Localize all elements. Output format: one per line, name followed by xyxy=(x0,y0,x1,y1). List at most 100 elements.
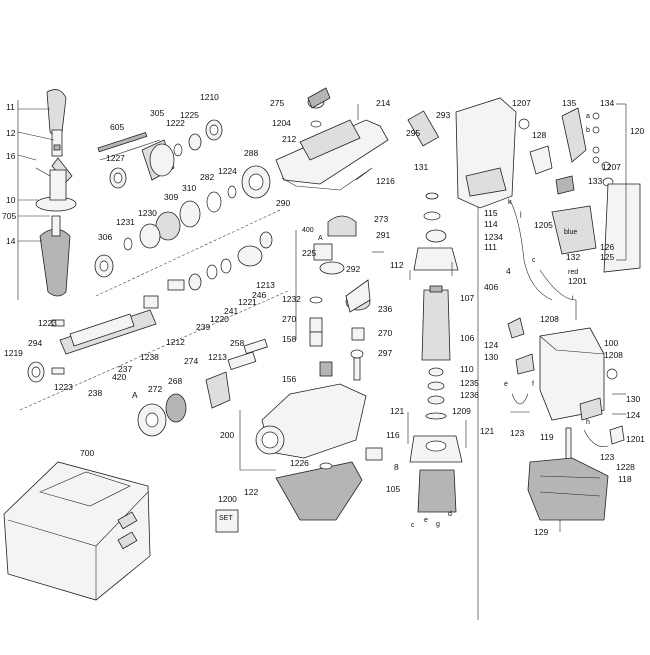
label-1225: 1225 xyxy=(180,110,199,120)
label-A1: A xyxy=(132,390,138,400)
label-1201-top: 1201 xyxy=(568,276,587,286)
label-1235: 1235 xyxy=(460,378,479,388)
label-128: 128 xyxy=(532,130,546,140)
label-4: 4 xyxy=(506,266,511,276)
label-100: 100 xyxy=(604,338,618,348)
label-blue: blue xyxy=(564,229,577,236)
label-c-wire: c xyxy=(532,257,536,264)
label-268: 268 xyxy=(168,376,182,386)
label-1200: 1200 xyxy=(218,494,237,504)
carry-case-group xyxy=(3,461,239,601)
label-225: 225 xyxy=(302,248,316,258)
label-605: 605 xyxy=(110,122,124,132)
label-212: 212 xyxy=(282,134,296,144)
label-1204: 1204 xyxy=(272,118,291,128)
label-A2: A xyxy=(318,235,323,242)
label-135: 135 xyxy=(562,98,576,108)
label-400: 400 xyxy=(302,227,314,234)
label-132: 132 xyxy=(566,252,580,262)
label-158: 158 xyxy=(282,334,296,344)
label-16: 16 xyxy=(6,151,16,161)
label-set: SET xyxy=(219,515,233,522)
label-1227: 1227 xyxy=(106,153,125,163)
label-d-motor: d xyxy=(448,511,452,518)
label-133: 133 xyxy=(588,176,602,186)
label-288: 288 xyxy=(244,148,258,158)
label-1221: 1221 xyxy=(238,297,257,307)
label-270-right: 270 xyxy=(378,328,392,338)
label-1222: 1222 xyxy=(166,118,185,128)
label-236: 236 xyxy=(378,304,392,314)
label-107: 107 xyxy=(460,293,474,303)
label-1207-top: 1207 xyxy=(512,98,531,108)
label-121-left: 121 xyxy=(390,406,404,416)
label-297: 297 xyxy=(378,348,392,358)
labels-group: 11 12 16 10 705 14 1210 305 1225 605 122… xyxy=(2,92,645,537)
label-306: 306 xyxy=(98,232,112,242)
label-239: 239 xyxy=(196,322,210,332)
label-111: 111 xyxy=(484,242,497,252)
label-130-right: 130 xyxy=(626,394,640,404)
label-130-left: 130 xyxy=(484,352,498,362)
label-290: 290 xyxy=(276,198,290,208)
label-270-left: 270 xyxy=(282,314,296,324)
label-115: 115 xyxy=(484,208,498,218)
label-131: 131 xyxy=(414,162,428,172)
label-1232: 1232 xyxy=(282,294,301,304)
label-282: 282 xyxy=(200,172,214,182)
label-i: i xyxy=(572,295,574,302)
spindle-parts-group xyxy=(19,231,291,411)
label-1230: 1230 xyxy=(138,208,157,218)
label-1213: 1213 xyxy=(256,280,275,290)
label-c-motor: c xyxy=(411,522,415,529)
side-handle-group xyxy=(17,89,77,300)
label-112: 112 xyxy=(390,260,404,270)
label-1207-right: 1207 xyxy=(602,162,621,172)
chuck-parts-group xyxy=(94,119,281,297)
label-1212: 1212 xyxy=(166,337,185,347)
label-1213b: 1213 xyxy=(208,352,227,362)
label-705: 705 xyxy=(2,211,16,221)
label-1231: 1231 xyxy=(116,217,135,227)
label-j-wire: j xyxy=(519,211,522,218)
label-8: 8 xyxy=(394,462,399,472)
label-700: 700 xyxy=(80,448,94,458)
label-red: red xyxy=(568,269,578,276)
label-237: 237 xyxy=(118,364,132,374)
label-12: 12 xyxy=(6,128,16,138)
label-120: 120 xyxy=(630,126,644,136)
label-309: 309 xyxy=(164,192,178,202)
label-122: 122 xyxy=(244,487,258,497)
label-258: 258 xyxy=(230,338,244,348)
label-156: 156 xyxy=(282,374,296,384)
label-1209: 1209 xyxy=(452,406,471,416)
label-1201-right: 1201 xyxy=(626,434,645,444)
label-238: 238 xyxy=(88,388,102,398)
label-e-motor: e xyxy=(424,517,428,524)
label-292: 292 xyxy=(346,264,360,274)
label-118: 118 xyxy=(618,474,632,484)
label-10: 10 xyxy=(6,195,16,205)
label-406: 406 xyxy=(484,282,498,292)
label-420: 420 xyxy=(112,372,126,382)
label-1223-top: 1223 xyxy=(38,318,57,328)
handle-housing-group xyxy=(455,97,641,320)
label-273: 273 xyxy=(374,214,388,224)
label-k-wire: k xyxy=(508,199,512,206)
label-295: 295 xyxy=(406,128,420,138)
label-124-right: 124 xyxy=(626,410,640,420)
gear-housing-group xyxy=(239,87,389,521)
label-1220: 1220 xyxy=(210,314,229,324)
label-a: a xyxy=(586,113,590,120)
label-1210: 1210 xyxy=(200,92,219,102)
label-200: 200 xyxy=(220,430,234,440)
label-294: 294 xyxy=(28,338,42,348)
label-125: 125 xyxy=(600,252,614,262)
label-1205: 1205 xyxy=(534,220,553,230)
label-1236: 1236 xyxy=(460,390,479,400)
label-106: 106 xyxy=(460,333,474,343)
label-123-right: 123 xyxy=(600,452,614,462)
label-110: 110 xyxy=(460,364,474,374)
gear-parts-group xyxy=(137,338,268,437)
